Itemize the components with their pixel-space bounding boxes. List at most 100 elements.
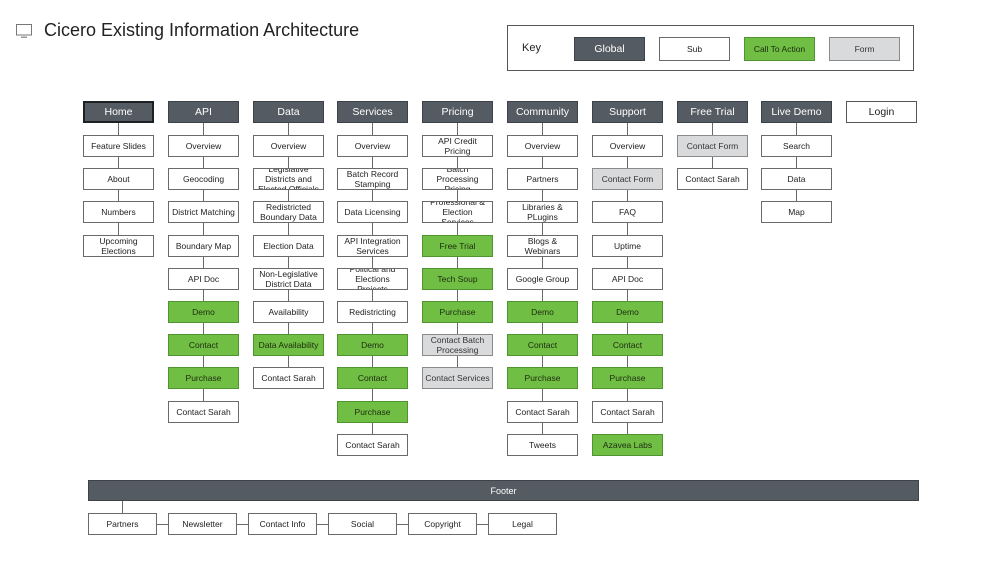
community-item-demo-label: Demo [531, 307, 554, 317]
services-item-api-integration-services-label: API Integration Services [344, 236, 401, 256]
nav-support[interactable]: Support [592, 101, 663, 123]
nav-data[interactable]: Data [253, 101, 324, 123]
nav-services[interactable]: Services [337, 101, 408, 123]
nav-pricing[interactable]: Pricing [422, 101, 493, 123]
footer-link-newsletter[interactable]: Newsletter [168, 513, 237, 535]
api-item-api-doc-label: API Doc [187, 274, 220, 284]
community-item-purchase[interactable]: Purchase [507, 367, 578, 389]
community-item-overview-label: Overview [524, 141, 561, 151]
support-item-purchase[interactable]: Purchase [592, 367, 663, 389]
api-item-overview[interactable]: Overview [168, 135, 239, 157]
support-item-azavea-labs[interactable]: Azavea Labs [592, 434, 663, 456]
pricing-item-batch-processing-pricing[interactable]: Batch Processing Pricing [422, 168, 493, 190]
nav-live-demo[interactable]: Live Demo [761, 101, 832, 123]
data-item-non-legislative-district-data[interactable]: Non-Legislative District Data [253, 268, 324, 290]
home-item-numbers[interactable]: Numbers [83, 201, 154, 223]
support-item-uptime[interactable]: Uptime [592, 235, 663, 257]
services-item-data-licensing[interactable]: Data Licensing [337, 201, 408, 223]
community-item-contact-sarah[interactable]: Contact Sarah [507, 401, 578, 423]
community-item-libraries-and-plugins-label: Libraries & PLugins [522, 202, 563, 222]
live-demo-item-map[interactable]: Map [761, 201, 832, 223]
services-item-contact[interactable]: Contact [337, 367, 408, 389]
services-item-api-integration-services[interactable]: API Integration Services [337, 235, 408, 257]
pricing-item-free-trial-label: Free Trial [439, 241, 476, 251]
services-item-political-and-elections-projects[interactable]: Political and Elections Projects [337, 268, 408, 290]
monitor-icon [16, 24, 32, 38]
support-item-faq[interactable]: FAQ [592, 201, 663, 223]
home-item-upcoming-elections-label: Upcoming Elections [99, 236, 138, 256]
community-item-blogs-and-webinars[interactable]: Blogs & Webinars [507, 235, 578, 257]
free-trial-item-contact-form[interactable]: Contact Form [677, 135, 748, 157]
services-item-purchase[interactable]: Purchase [337, 401, 408, 423]
home-item-feature-slides[interactable]: Feature Slides [83, 135, 154, 157]
data-item-election-data[interactable]: Election Data [253, 235, 324, 257]
services-item-overview[interactable]: Overview [337, 135, 408, 157]
live-demo-item-data[interactable]: Data [761, 168, 832, 190]
services-item-demo[interactable]: Demo [337, 334, 408, 356]
free-trial-item-contact-sarah[interactable]: Contact Sarah [677, 168, 748, 190]
data-item-overview-label: Overview [270, 141, 307, 151]
pricing-item-free-trial[interactable]: Free Trial [422, 235, 493, 257]
live-demo-item-map-label: Map [788, 207, 805, 217]
footer-link-partners[interactable]: Partners [88, 513, 157, 535]
community-item-contact[interactable]: Contact [507, 334, 578, 356]
api-item-contact-sarah[interactable]: Contact Sarah [168, 401, 239, 423]
nav-login[interactable]: Login [846, 101, 917, 123]
pricing-item-professional-and-election-services[interactable]: Professional & Election Services [422, 201, 493, 223]
pricing-item-purchase[interactable]: Purchase [422, 301, 493, 323]
footer-link-copyright[interactable]: Copyright [408, 513, 477, 535]
api-item-district-matching[interactable]: District Matching [168, 201, 239, 223]
services-item-purchase-label: Purchase [354, 407, 391, 417]
services-item-contact-sarah[interactable]: Contact Sarah [337, 434, 408, 456]
community-item-overview[interactable]: Overview [507, 135, 578, 157]
services-item-contact-sarah-label: Contact Sarah [345, 440, 400, 450]
pricing-item-api-credit-pricing[interactable]: API Credit Pricing [422, 135, 493, 157]
nav-community[interactable]: Community [507, 101, 578, 123]
support-item-overview[interactable]: Overview [592, 135, 663, 157]
pricing-item-contact-services[interactable]: Contact Services [422, 367, 493, 389]
nav-free-trial[interactable]: Free Trial [677, 101, 748, 123]
pricing-item-contact-batch-processing[interactable]: Contact Batch Processing [422, 334, 493, 356]
home-item-about[interactable]: About [83, 168, 154, 190]
nav-api[interactable]: API [168, 101, 239, 123]
data-item-availability[interactable]: Availability [253, 301, 324, 323]
api-item-boundary-map[interactable]: Boundary Map [168, 235, 239, 257]
api-item-api-doc[interactable]: API Doc [168, 268, 239, 290]
community-item-tweets[interactable]: Tweets [507, 434, 578, 456]
live-demo-item-search[interactable]: Search [761, 135, 832, 157]
community-item-google-group[interactable]: Google Group [507, 268, 578, 290]
services-item-redistricting[interactable]: Redistricting [337, 301, 408, 323]
services-item-batch-record-stamping[interactable]: Batch Record Stamping [337, 168, 408, 190]
nav-live-demo-label: Live Demo [771, 106, 822, 118]
community-item-partners[interactable]: Partners [507, 168, 578, 190]
api-item-purchase[interactable]: Purchase [168, 367, 239, 389]
support-item-azavea-labs-label: Azavea Labs [602, 440, 653, 450]
api-item-contact[interactable]: Contact [168, 334, 239, 356]
data-item-overview[interactable]: Overview [253, 135, 324, 157]
nav-home[interactable]: Home [83, 101, 154, 123]
community-item-contact-sarah-label: Contact Sarah [515, 407, 570, 417]
pricing-item-professional-and-election-services-label: Professional & Election Services [430, 201, 485, 223]
footer-link-legal[interactable]: Legal [488, 513, 557, 535]
key-swatch-call-to-action-label: Call To Action [753, 44, 806, 54]
support-item-demo[interactable]: Demo [592, 301, 663, 323]
pricing-item-tech-soup[interactable]: Tech Soup [422, 268, 493, 290]
home-item-upcoming-elections[interactable]: Upcoming Elections [83, 235, 154, 257]
footer-link-social[interactable]: Social [328, 513, 397, 535]
support-item-contact-form[interactable]: Contact Form [592, 168, 663, 190]
services-item-contact-label: Contact [357, 373, 388, 383]
data-item-contact-sarah[interactable]: Contact Sarah [253, 367, 324, 389]
community-item-demo[interactable]: Demo [507, 301, 578, 323]
support-item-api-doc[interactable]: API Doc [592, 268, 663, 290]
community-item-libraries-and-plugins[interactable]: Libraries & PLugins [507, 201, 578, 223]
api-item-demo[interactable]: Demo [168, 301, 239, 323]
data-item-data-availability[interactable]: Data Availability [253, 334, 324, 356]
data-item-legislative-districts-and-elected-officials[interactable]: Legislative Districts and Elected Offici… [253, 168, 324, 190]
footer-link-contact-info[interactable]: Contact Info [248, 513, 317, 535]
support-item-contact-sarah[interactable]: Contact Sarah [592, 401, 663, 423]
api-item-geocoding[interactable]: Geocoding [168, 168, 239, 190]
data-item-redistricted-boundary-data[interactable]: Redistricted Boundary Data [253, 201, 324, 223]
support-item-api-doc-label: API Doc [611, 274, 644, 284]
support-item-contact[interactable]: Contact [592, 334, 663, 356]
key-swatch-call-to-action: Call To Action [744, 37, 815, 61]
